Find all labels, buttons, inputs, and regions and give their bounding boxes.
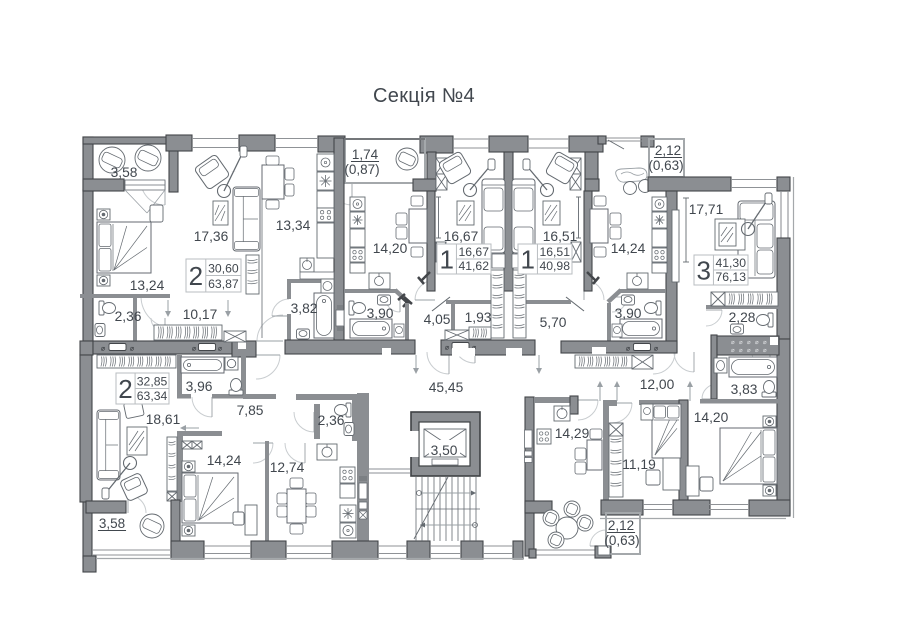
svg-text:13,24: 13,24 [130,278,165,293]
svg-text:⌀: ⌀ [739,340,743,346]
svg-text:12,74: 12,74 [270,460,305,475]
svg-text:16,67: 16,67 [444,229,479,244]
svg-text:12,00: 12,00 [640,377,675,392]
svg-text:5,70: 5,70 [540,315,567,330]
svg-text:14,20: 14,20 [373,241,408,256]
svg-text:14,20: 14,20 [694,410,729,425]
svg-text:⌀: ⌀ [755,340,759,346]
svg-text:3,83: 3,83 [731,382,758,397]
svg-text:⌀: ⌀ [445,345,449,352]
svg-text:18,61: 18,61 [146,412,181,427]
svg-text:⌀: ⌀ [755,348,759,354]
svg-text:4,05: 4,05 [424,312,451,327]
svg-text:11,19: 11,19 [622,457,656,472]
svg-text:63,87: 63,87 [208,277,239,291]
svg-text:2: 2 [118,374,132,404]
svg-text:41,30: 41,30 [715,256,746,270]
svg-text:32,85: 32,85 [137,374,168,388]
svg-text:63,34: 63,34 [137,389,168,403]
svg-text:⌀: ⌀ [763,348,767,354]
svg-text:⌀: ⌀ [739,348,743,354]
svg-text:3,90: 3,90 [615,306,642,321]
svg-text:17,71: 17,71 [689,202,724,217]
svg-text:16,67: 16,67 [458,245,489,259]
svg-text:40,98: 40,98 [539,259,570,273]
svg-text:2,12: 2,12 [608,518,634,533]
svg-text:1,74: 1,74 [352,147,379,162]
svg-text:2,36: 2,36 [115,309,142,324]
svg-text:3,58: 3,58 [99,516,125,531]
svg-text:16,51: 16,51 [543,229,578,244]
svg-text:14,29: 14,29 [555,426,590,441]
svg-text:30,60: 30,60 [208,261,239,275]
svg-text:45,45: 45,45 [429,380,464,395]
svg-text:(0,63): (0,63) [604,533,639,548]
svg-text:⌀: ⌀ [747,348,751,354]
svg-text:14,24: 14,24 [611,241,646,256]
svg-text:1,93: 1,93 [465,310,492,325]
svg-text:⌀: ⌀ [731,340,735,346]
svg-text:17,36: 17,36 [194,229,229,244]
svg-text:16,51: 16,51 [539,245,570,259]
svg-text:10,17: 10,17 [183,307,218,322]
svg-text:14,24: 14,24 [207,453,242,468]
svg-text:⌀: ⌀ [626,346,630,353]
svg-text:3,82: 3,82 [291,301,318,316]
svg-text:⌀: ⌀ [763,340,767,346]
svg-text:⌀: ⌀ [747,340,751,346]
svg-text:3: 3 [696,256,710,286]
svg-text:41,62: 41,62 [458,259,489,273]
svg-text:(0,63): (0,63) [648,158,683,173]
svg-text:76,13: 76,13 [715,270,746,284]
svg-text:2,36: 2,36 [318,413,345,428]
svg-text:13,34: 13,34 [276,218,311,233]
svg-text:⌀: ⌀ [218,346,222,353]
svg-text:Секція №4: Секція №4 [373,85,475,107]
svg-text:3,58: 3,58 [111,165,138,180]
svg-text:⌀: ⌀ [101,346,105,353]
svg-text:2: 2 [189,261,203,291]
svg-text:3,90: 3,90 [367,306,394,321]
svg-text:(0,87): (0,87) [344,162,379,177]
svg-text:⌀: ⌀ [654,346,658,353]
svg-text:1: 1 [520,245,534,275]
svg-text:3,50: 3,50 [431,443,458,458]
svg-text:⌀: ⌀ [731,348,735,354]
svg-text:⌀: ⌀ [130,346,134,353]
svg-text:2,12: 2,12 [655,143,681,158]
svg-text:3,96: 3,96 [186,379,213,394]
svg-text:⌀: ⌀ [192,346,196,353]
svg-text:1: 1 [439,245,453,275]
svg-text:7,85: 7,85 [237,403,264,418]
svg-text:2,28: 2,28 [729,310,756,325]
